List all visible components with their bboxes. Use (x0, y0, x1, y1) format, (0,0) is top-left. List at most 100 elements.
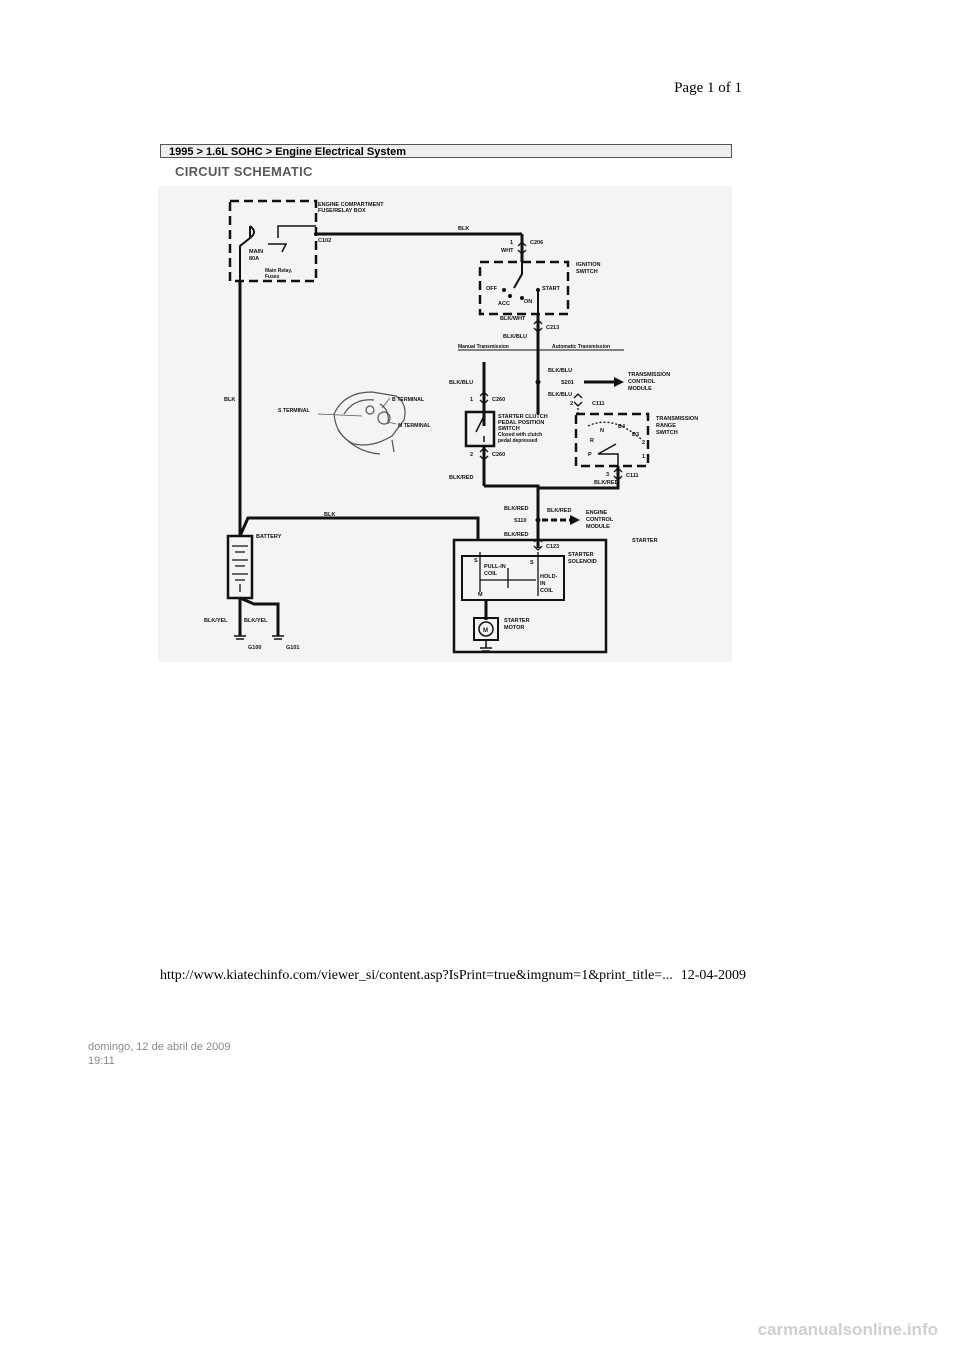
solenoid-s-right-label: S (530, 560, 534, 566)
manual-merge-wire (484, 484, 540, 490)
c260-bottom-connector (479, 447, 489, 461)
transmission-range-switch-box (574, 412, 650, 468)
motor-label-1: STARTER (504, 618, 530, 624)
clutch-label-2: PEDAL POSITION (498, 420, 544, 426)
ignition-acc-label: ACC (498, 301, 510, 307)
breadcrumb[interactable]: 1995 > 1.6L SOHC > Engine Electrical Sys… (160, 144, 732, 158)
hold-in-label-2: IN (540, 581, 546, 587)
main-relay-label-1: Main Relay, (265, 268, 293, 274)
c102-label: C102 (318, 238, 331, 244)
trs-label-3: SWITCH (656, 430, 678, 436)
gear-1-label: 1 (642, 454, 645, 460)
c123-label: C123 (546, 544, 559, 550)
footer-time: 19:11 (88, 1055, 115, 1067)
blk-blu-left-label: BLK/BLU (449, 380, 473, 386)
ignition-switch-box (478, 260, 570, 316)
ecm-label-3: MODULE (586, 524, 610, 530)
fuse-box-title-2: FUSE/RELAY BOX (318, 208, 366, 214)
auto-merge-wire (538, 484, 620, 490)
automatic-transmission-label: Automatic Transmission (552, 344, 610, 350)
solenoid-s-left-label: S (474, 558, 478, 564)
solenoid-coils (479, 552, 539, 596)
main-relay-symbol (268, 225, 316, 253)
motor-ground-icon (480, 640, 492, 652)
pull-in-label-2: COIL (484, 571, 498, 577)
clutch-switch-box (464, 410, 496, 448)
motor-icon (478, 621, 494, 637)
solenoid-label-2: SOLENOID (568, 559, 597, 565)
gear-r-label: R (590, 438, 594, 444)
blk-blu-label: BLK/BLU (503, 334, 527, 340)
blk-red-left-label: BLK/RED (449, 475, 473, 481)
blk-red-ecm-label: BLK/RED (547, 508, 571, 514)
s-terminal-label: S TERMINAL (278, 408, 311, 414)
print-url-line: http://www.kiatechinfo.com/viewer_si/con… (160, 968, 746, 984)
blk-blu-s201-label: BLK/BLU (548, 368, 572, 374)
tcm-label-3: MODULE (628, 386, 652, 392)
manual-transmission-label: Manual Transmission (458, 344, 509, 350)
clutch-label-5: pedal depressed (498, 438, 537, 444)
terminal-leaders (317, 397, 397, 425)
blk-blu-c111-label: BLK/BLU (548, 392, 572, 398)
c260-bottom-label: C260 (492, 452, 505, 458)
b-terminal-label: B TERMINAL (392, 397, 425, 403)
ignition-off-label: OFF (486, 286, 498, 292)
motor-label-2: MOTOR (504, 625, 524, 631)
solenoid-box (461, 555, 565, 601)
footer-date: domingo, 12 de abril de 2009 (88, 1041, 231, 1053)
tcm-label-2: CONTROL (628, 379, 656, 385)
battery-cells (232, 545, 248, 592)
ignition-switch-lever (513, 262, 523, 289)
starter-illustration (333, 391, 406, 455)
main-relay-label-2: Fuses (265, 274, 280, 280)
c206-pin-label: 1 (510, 240, 513, 246)
c111-top-label: C111 (592, 401, 605, 407)
solenoid-m-label: M (478, 592, 483, 598)
main-fuse-label-1: MAIN (249, 249, 263, 255)
trs-label-1: TRANSMISSION (656, 416, 698, 422)
schematic-svg: ENGINE COMPARTMENT FUSE/RELAY BOX MAIN 8… (204, 199, 698, 654)
blk-red-c123-label: BLK/RED (504, 532, 528, 538)
print-date: 12-04-2009 (680, 968, 747, 983)
c260-top-label: C260 (492, 397, 505, 403)
clutch-label-3: SWITCH (498, 426, 520, 432)
wht-label: WHT (501, 248, 514, 254)
blk-red-s110-label: BLK/RED (504, 506, 528, 512)
ignition-acc-contact (508, 294, 512, 298)
gear-d4-label: D4 (618, 424, 626, 430)
section-title: CIRCUIT SCHEMATIC (175, 164, 313, 179)
clutch-label-1: STARTER CLUTCH (498, 414, 548, 420)
blk-red-c111-label: BLK/RED (594, 480, 618, 486)
fuse-relay-box (228, 199, 318, 283)
ground-icons (234, 635, 284, 640)
gear-n-label: N (600, 428, 604, 434)
ecm-label-1: ENGINE (586, 510, 607, 516)
footer-timestamp: domingo, 12 de abril de 2009 19:11 (88, 1040, 231, 1068)
battery-label: BATTERY (256, 534, 282, 540)
source-url[interactable]: http://www.kiatechinfo.com/viewer_si/con… (160, 968, 673, 983)
ignition-off-contact (502, 288, 506, 292)
ecm-label-2: CONTROL (586, 517, 614, 523)
blk-bottom-label: BLK (324, 512, 335, 518)
starter-label: STARTER (632, 538, 658, 544)
tcm-label-1: TRANSMISSION (628, 372, 670, 378)
c111-top-connector (573, 393, 583, 407)
blk-yel-1-label: BLK/YEL (204, 618, 228, 624)
c213-connector (533, 319, 543, 333)
s201-splice (535, 379, 541, 385)
blk-top-label: BLK (458, 226, 469, 232)
clutch-switch-contact (475, 415, 485, 442)
c111-pin-2-label: 2 (570, 401, 573, 407)
c260-top-connector (479, 391, 489, 405)
blk-yel-2-label: BLK/YEL (244, 618, 268, 624)
c111-bottom-connector (613, 467, 623, 481)
circuit-schematic-diagram: ENGINE COMPARTMENT FUSE/RELAY BOX MAIN 8… (158, 186, 732, 662)
watermark: carmanualsonline.info (757, 1320, 938, 1339)
battery-ground-wires (238, 596, 280, 636)
c213-label: C213 (546, 325, 559, 331)
blk-left-label: BLK (224, 397, 235, 403)
blk-wht-label: BLK/WHT (500, 316, 526, 322)
c206-label: C206 (530, 240, 543, 246)
ignition-label-2: SWITCH (576, 269, 598, 275)
c260-pin-1-label: 1 (470, 397, 473, 403)
